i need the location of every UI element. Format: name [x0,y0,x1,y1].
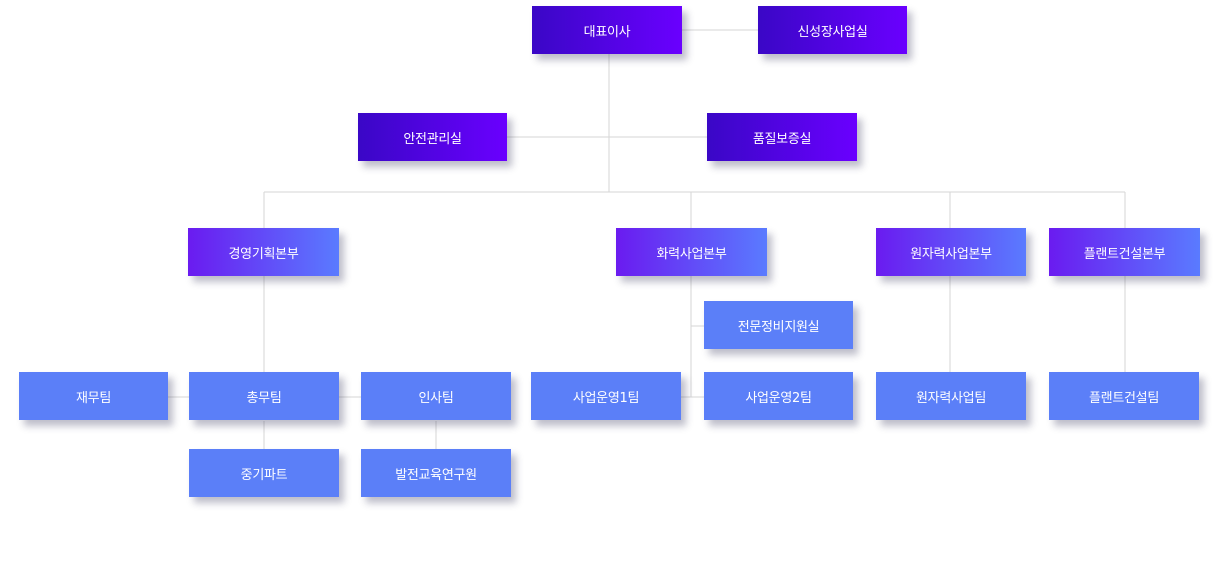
plant-construction-team-box[interactable]: 플랜트건설팀 [1049,372,1199,420]
maintenance-support-office-label: 전문정비지원실 [737,319,820,335]
management-hq-box[interactable]: 경영기획본부 [188,228,339,276]
management-hq-label: 경영기획본부 [228,246,299,262]
plant-hq-label: 플랜트건설본부 [1083,246,1166,262]
thermal-hq-box[interactable]: 화력사업본부 [616,228,767,276]
plant-hq-box[interactable]: 플랜트건설본부 [1049,228,1200,276]
maintenance-support-office-box[interactable]: 전문정비지원실 [704,301,853,349]
nuclear-hq-label: 원자력사업본부 [910,246,992,262]
ceo-box[interactable]: 대표이사 [532,6,682,54]
operations-team-2-box[interactable]: 사업운영2팀 [704,372,853,420]
power-training-institute-box[interactable]: 발전교육연구원 [361,449,511,497]
new-growth-office-box[interactable]: 신성장사업실 [758,6,907,54]
quality-office-label: 품질보증실 [752,131,812,147]
general-affairs-team-label: 총무팀 [246,390,282,406]
nuclear-business-team-box[interactable]: 원자력사업팀 [876,372,1026,420]
operations-team-1-box[interactable]: 사업운영1팀 [531,372,681,420]
ceo-label: 대표이사 [583,24,631,40]
power-training-institute-label: 발전교육연구원 [395,467,477,483]
hr-team-label: 인사팀 [418,390,454,406]
safety-office-label: 안전관리실 [403,131,462,147]
heavy-equipment-part-box[interactable]: 중기파트 [189,449,339,497]
operations-team-1-label: 사업운영1팀 [572,390,640,406]
finance-team-box[interactable]: 재무팀 [19,372,168,420]
hr-team-box[interactable]: 인사팀 [361,372,511,420]
quality-office-box[interactable]: 품질보증실 [707,113,857,161]
operations-team-2-label: 사업운영2팀 [745,390,812,406]
nuclear-business-team-label: 원자력사업팀 [916,390,986,406]
safety-office-box[interactable]: 안전관리실 [358,113,507,161]
plant-construction-team-label: 플랜트건설팀 [1089,390,1159,406]
nuclear-hq-box[interactable]: 원자력사업본부 [876,228,1026,276]
heavy-equipment-part-label: 중기파트 [240,467,288,483]
general-affairs-team-box[interactable]: 총무팀 [189,372,339,420]
finance-team-label: 재무팀 [76,390,111,406]
thermal-hq-label: 화력사업본부 [656,246,727,262]
new-growth-office-label: 신성장사업실 [797,24,868,40]
